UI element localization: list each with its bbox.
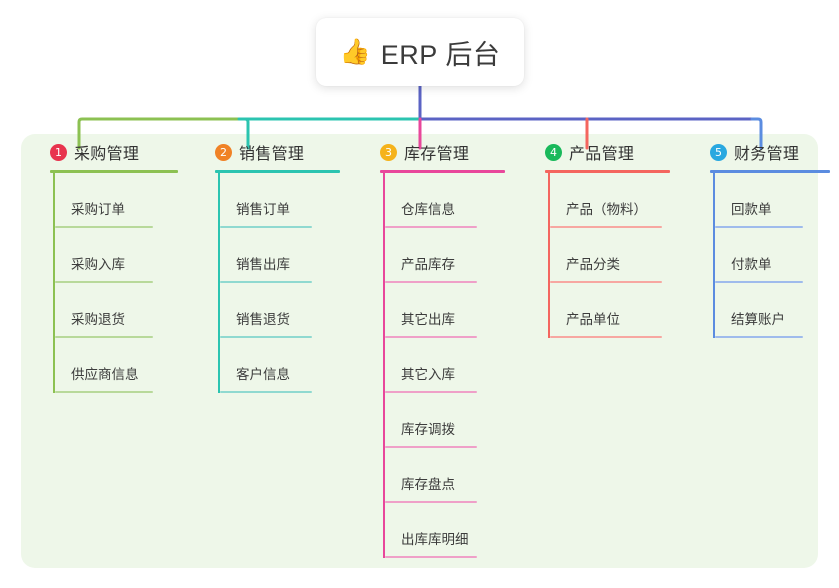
branch-column-1: 1 采购管理采购订单采购入库采购退货供应商信息 <box>34 134 178 393</box>
branch-title: 财务管理 <box>734 146 800 163</box>
branch-item-label: 库存调拨 <box>401 421 455 437</box>
branch-header-2[interactable]: 2 销售管理 <box>199 134 340 170</box>
branch-item-label: 产品分类 <box>566 256 620 272</box>
branch-item-label: 采购退货 <box>71 311 125 327</box>
branch-item-label: 付款单 <box>731 256 772 272</box>
branch-item-list: 采购订单采购入库采购退货供应商信息 <box>53 173 178 393</box>
branch-item-underline <box>220 226 312 228</box>
branch-item-underline <box>385 446 477 448</box>
branch-underline <box>50 170 178 173</box>
branch-item-underline <box>550 336 662 338</box>
branch-item[interactable]: 采购退货 <box>55 283 178 338</box>
branch-item-underline <box>385 226 477 228</box>
branch-item-label: 结算账户 <box>731 311 785 327</box>
branch-item-underline <box>220 336 312 338</box>
branch-title: 销售管理 <box>239 146 305 163</box>
branch-column-3: 3 库存管理仓库信息产品库存其它出库其它入库库存调拨库存盘点出库库明细 <box>364 134 505 558</box>
branch-item[interactable]: 结算账户 <box>715 283 830 338</box>
branch-item-label: 销售出库 <box>236 256 290 272</box>
branch-item-underline <box>715 336 803 338</box>
branch-item[interactable]: 其它入库 <box>385 338 505 393</box>
branch-item-underline <box>550 226 662 228</box>
branch-number-badge: 5 <box>710 143 727 161</box>
branch-item-underline <box>55 391 153 393</box>
branch-item-label: 其它出库 <box>401 311 455 327</box>
branch-item-label: 产品单位 <box>566 311 620 327</box>
branch-item-underline <box>55 281 153 283</box>
branch-item[interactable]: 其它出库 <box>385 283 505 338</box>
branch-column-4: 4 产品管理产品（物料） 产品分类产品单位 <box>529 134 670 338</box>
branch-item-label: 采购订单 <box>71 201 125 217</box>
branch-number-badge: 4 <box>545 143 562 161</box>
branch-item-underline <box>55 336 153 338</box>
branch-number-badge: 1 <box>50 143 67 161</box>
branch-item-label: 销售订单 <box>236 201 290 217</box>
branch-item[interactable]: 回款单 <box>715 173 830 228</box>
branch-item-underline <box>715 226 803 228</box>
branch-header-1[interactable]: 1 采购管理 <box>34 134 178 170</box>
branch-item[interactable]: 仓库信息 <box>385 173 505 228</box>
branch-item-underline <box>220 281 312 283</box>
branch-item[interactable]: 采购订单 <box>55 173 178 228</box>
branch-item[interactable]: 销售订单 <box>220 173 340 228</box>
branch-item-underline <box>385 336 477 338</box>
branch-columns: 1 采购管理采购订单采购入库采购退货供应商信息 2 销售管理销售订单销售出库销售退货客… <box>21 134 830 568</box>
branch-item-label: 销售退货 <box>236 311 290 327</box>
branch-item-underline <box>550 281 662 283</box>
branch-column-5: 5 财务管理回款单付款单结算账户 <box>694 134 830 338</box>
branch-item-underline <box>385 391 477 393</box>
diagram-panel <box>21 134 818 568</box>
branch-item-list: 仓库信息产品库存其它出库其它入库库存调拨库存盘点出库库明细 <box>383 173 505 558</box>
branch-item-label: 产品（物料） <box>566 201 647 217</box>
branch-item-underline <box>220 391 312 393</box>
branch-item-underline <box>385 501 477 503</box>
branch-item-label: 仓库信息 <box>401 201 455 217</box>
branch-header-4[interactable]: 4 产品管理 <box>529 134 670 170</box>
thumbs-up-icon: 👍 <box>339 37 371 66</box>
branch-title: 库存管理 <box>404 146 470 163</box>
branch-item[interactable]: 产品（物料） <box>550 173 670 228</box>
branch-underline <box>380 170 505 173</box>
branch-title: 采购管理 <box>74 146 140 163</box>
branch-item-label: 出库库明细 <box>401 531 469 547</box>
branch-item-label: 供应商信息 <box>71 366 139 382</box>
branch-underline <box>710 170 830 173</box>
branch-item-label: 库存盘点 <box>401 476 455 492</box>
branch-column-2: 2 销售管理销售订单销售出库销售退货客户信息 <box>199 134 340 393</box>
root-node[interactable]: 👍 ERP 后台 <box>316 18 524 86</box>
branch-header-5[interactable]: 5 财务管理 <box>694 134 830 170</box>
branch-item[interactable]: 付款单 <box>715 228 830 283</box>
branch-item-list: 产品（物料） 产品分类产品单位 <box>548 173 670 338</box>
branch-item-underline <box>385 556 477 558</box>
branch-item-label: 采购入库 <box>71 256 125 272</box>
branch-item[interactable]: 客户信息 <box>220 338 340 393</box>
branch-underline <box>215 170 340 173</box>
branch-item[interactable]: 产品分类 <box>550 228 670 283</box>
branch-item-label: 客户信息 <box>236 366 290 382</box>
branch-item-label: 回款单 <box>731 201 772 217</box>
branch-item[interactable]: 销售出库 <box>220 228 340 283</box>
branch-underline <box>545 170 670 173</box>
branch-item-underline <box>385 281 477 283</box>
branch-item[interactable]: 采购入库 <box>55 228 178 283</box>
branch-item[interactable]: 库存盘点 <box>385 448 505 503</box>
branch-item-underline <box>55 226 153 228</box>
branch-number-badge: 3 <box>380 143 397 161</box>
branch-item[interactable]: 供应商信息 <box>55 338 178 393</box>
branch-item[interactable]: 销售退货 <box>220 283 340 338</box>
branch-item[interactable]: 库存调拨 <box>385 393 505 448</box>
branch-item-list: 销售订单销售出库销售退货客户信息 <box>218 173 340 393</box>
branch-item[interactable]: 产品库存 <box>385 228 505 283</box>
branch-item-underline <box>715 281 803 283</box>
branch-item-label: 其它入库 <box>401 366 455 382</box>
branch-number-badge: 2 <box>215 143 232 161</box>
branch-item[interactable]: 出库库明细 <box>385 503 505 558</box>
branch-item-label: 产品库存 <box>401 256 455 272</box>
branch-item-list: 回款单付款单结算账户 <box>713 173 830 338</box>
branch-header-3[interactable]: 3 库存管理 <box>364 134 505 170</box>
root-title: ERP 后台 <box>380 39 501 70</box>
branch-item[interactable]: 产品单位 <box>550 283 670 338</box>
branch-title: 产品管理 <box>569 146 635 163</box>
